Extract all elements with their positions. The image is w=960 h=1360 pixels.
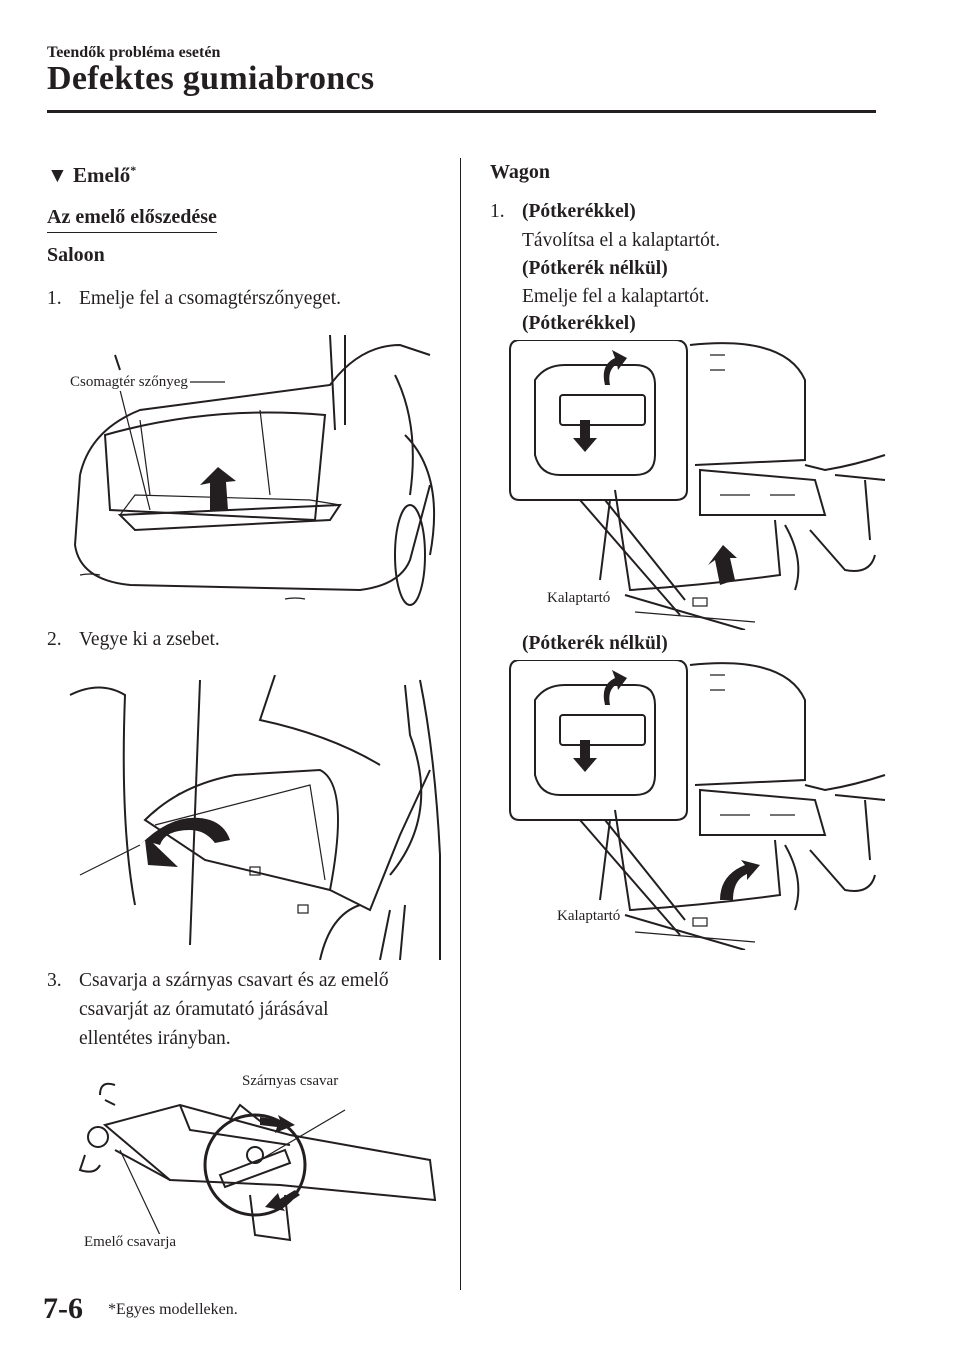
step-number: 1. — [47, 288, 62, 309]
wagon-line-3: (Pótkerék nélkül) — [522, 258, 668, 279]
title-rule — [47, 110, 876, 113]
wagon-step-number: 1. — [490, 201, 505, 222]
saloon-trunk-illustration — [73, 335, 436, 606]
model-asterisk: * — [130, 163, 137, 177]
step-1: 1. Emelje fel a csomagtérszőnyeget. — [47, 284, 341, 313]
section-marker: ▼ — [47, 163, 68, 187]
wagon-with-spare-illustration — [509, 340, 886, 630]
label-tonneau-1: Kalaptartó — [547, 590, 613, 607]
step-text: Emelje fel a csomagtérszőnyeget. — [79, 288, 342, 309]
step-2: 2. Vegye ki a zsebet. — [47, 625, 220, 654]
column-divider — [460, 158, 461, 1290]
step-text-line-1: Csavarja a szárnyas csavart és az emelő — [79, 970, 389, 991]
wagon-line-2: Távolítsa el a kalaptartót. — [522, 230, 721, 251]
variant-saloon: Saloon — [47, 244, 105, 266]
label-trunk-mat: Csomagtér szőnyeg — [70, 374, 190, 391]
subsection-heading: Az emelő előszedése — [47, 206, 217, 233]
remove-pocket-illustration — [69, 675, 441, 960]
wagon-line-4: Emelje fel a kalaptartót. — [522, 286, 710, 307]
step-3: 3. Csavarja a szárnyas csavart és az emel… — [47, 966, 389, 1053]
section-heading: ▼ Emelő* — [47, 163, 136, 188]
variant-wagon: Wagon — [490, 161, 551, 183]
caption-no-spare: (Pótkerék nélkül) — [522, 633, 668, 654]
wagon-without-spare-illustration — [509, 660, 886, 950]
page-number: 7-6 — [43, 1292, 83, 1325]
label-wing-bolt: Szárnyas csavar — [240, 1073, 341, 1090]
step-text-line-2: csavarját az óramutató járásával — [79, 999, 329, 1020]
breadcrumb: Teendők probléma esetén — [47, 44, 221, 61]
step-number: 3. — [47, 970, 62, 991]
step-text-line-3: ellentétes irányban. — [79, 1028, 231, 1049]
step-text: Vegye ki a zsebet. — [79, 629, 220, 650]
page-title: Defektes gumiabroncs — [47, 60, 375, 97]
wagon-line-5: (Pótkerékkel) — [522, 313, 636, 334]
label-jack-screw: Emelő csavarja — [82, 1234, 179, 1251]
jack-illustration — [78, 1082, 437, 1242]
footnote: *Egyes modelleken. — [108, 1301, 238, 1318]
wagon-line-1: (Pótkerékkel) — [522, 201, 636, 222]
label-tonneau-2: Kalaptartó — [557, 908, 623, 925]
section-title: Emelő — [73, 163, 131, 187]
step-number: 2. — [47, 629, 62, 650]
